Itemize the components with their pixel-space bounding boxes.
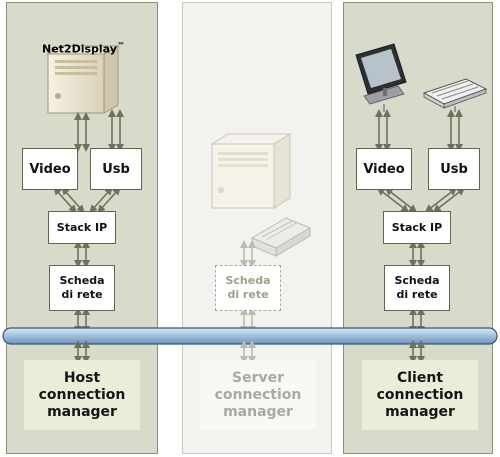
server-manager-line1: Server: [231, 369, 284, 386]
client-video-box: Video: [356, 148, 412, 190]
client-stack-ip-box: Stack IP: [383, 211, 451, 244]
host-stack-ip-box: Stack IP: [48, 211, 116, 244]
client-stack-ip-label: Stack IP: [391, 220, 443, 234]
client-nic-line2: di rete: [396, 288, 438, 301]
server-with-disk-icon: [210, 133, 312, 257]
server-manager-line3: manager: [223, 403, 293, 420]
client-usb-box: Usb: [428, 148, 480, 190]
host-manager-line3: manager: [47, 403, 117, 420]
client-manager-line2: connection: [376, 386, 464, 403]
host-video-label: Video: [29, 161, 71, 177]
server-nic-line1: Scheda: [225, 274, 271, 287]
host-usb-box: Usb: [90, 148, 142, 190]
client-usb-label: Usb: [440, 161, 468, 177]
product-name: Net2Display: [42, 42, 117, 56]
client-manager-line1: Client: [396, 369, 444, 386]
client-manager-line3: manager: [385, 403, 455, 420]
server-bus-to-manager-arrows: [240, 340, 256, 364]
server-manager-line2: connection: [214, 386, 302, 403]
server-tower-icon: [46, 45, 120, 114]
host-manager-line1: Host: [63, 369, 101, 386]
server-connection-manager: Server connection manager: [200, 360, 316, 430]
server-network-card-box: Scheda di rete: [215, 265, 281, 311]
host-video-box: Video: [22, 148, 78, 190]
host-usb-label: Usb: [102, 161, 130, 177]
host-arrows: [53, 109, 124, 334]
client-connection-manager: Client connection manager: [362, 360, 478, 430]
client-video-label: Video: [363, 161, 405, 177]
monitor-icon: [355, 43, 407, 105]
host-network-card-box: Scheda di rete: [49, 265, 115, 311]
bus-to-manager-arrows: [74, 340, 425, 364]
product-brand-label: Net2Display™: [42, 41, 125, 56]
server-arrows: [240, 240, 256, 334]
client-nic-line1: Scheda: [394, 274, 440, 287]
host-connection-manager: Host connection manager: [24, 360, 140, 430]
host-nic-line2: di rete: [61, 288, 103, 301]
host-nic-line1: Scheda: [59, 274, 105, 287]
client-arrows: [375, 109, 466, 334]
host-stack-ip-label: Stack IP: [56, 220, 108, 234]
client-network-card-box: Scheda di rete: [384, 265, 450, 311]
trademark-symbol: ™: [116, 41, 125, 50]
keyboard-icon: [422, 78, 488, 109]
server-nic-line2: di rete: [227, 288, 269, 301]
network-bus: [2, 327, 498, 345]
host-manager-line2: connection: [38, 386, 126, 403]
